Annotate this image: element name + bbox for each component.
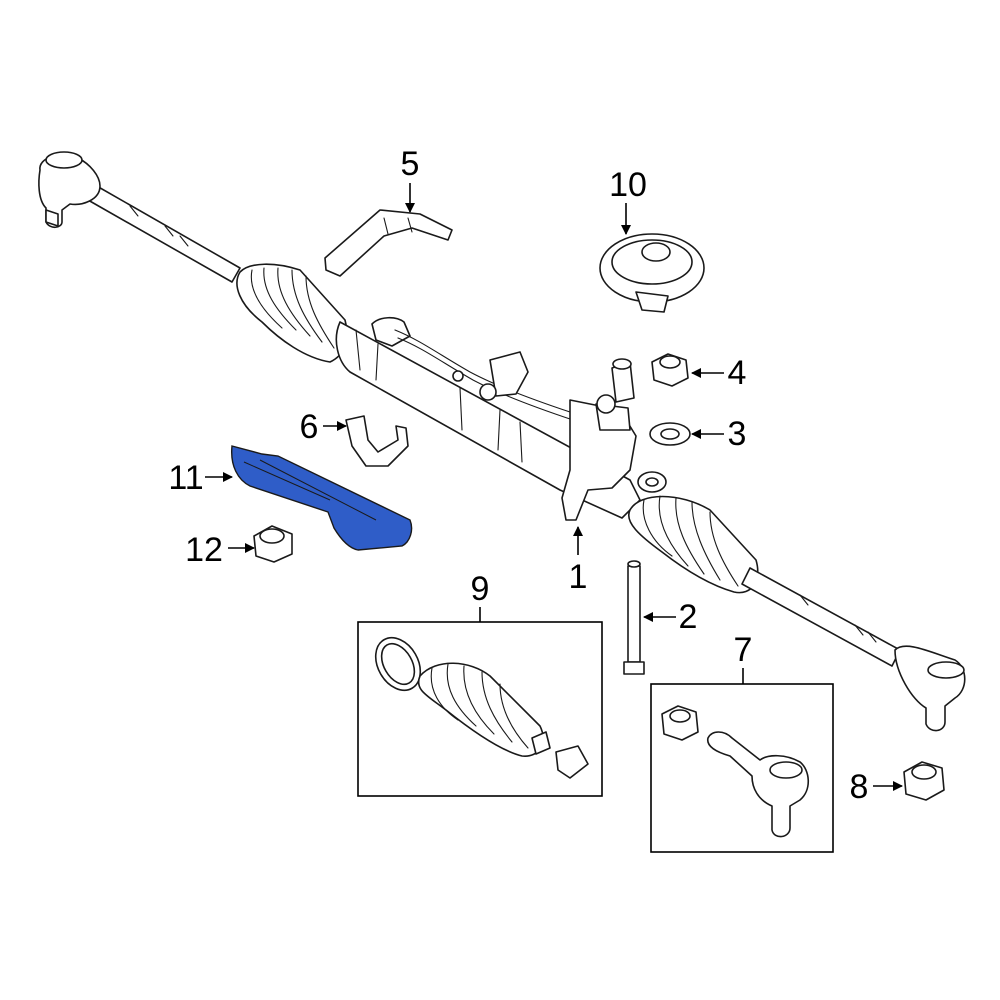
callout-1[interactable]: 1 — [569, 558, 588, 596]
part-9-boot-kit[interactable] — [367, 630, 589, 779]
left-boot[interactable] — [236, 263, 348, 363]
part-5-bracket[interactable] — [324, 209, 453, 277]
part-3-washer[interactable] — [649, 422, 691, 446]
callout-9[interactable]: 9 — [471, 570, 490, 608]
callout-12[interactable]: 12 — [185, 531, 223, 569]
callout-5[interactable]: 5 — [401, 145, 420, 183]
right-tie-rod-end[interactable] — [894, 645, 966, 732]
tie-rod-end-box — [650, 683, 834, 853]
callout-labels: 1 2 3 4 5 6 7 8 9 10 11 12 — [168, 145, 868, 806]
left-tie-rod-end[interactable] — [38, 151, 101, 229]
callout-6[interactable]: 6 — [300, 408, 319, 446]
steering-rack-assembly[interactable] — [38, 151, 966, 732]
callout-7[interactable]: 7 — [734, 631, 753, 669]
part-4-nut[interactable] — [651, 353, 689, 387]
callout-10[interactable]: 10 — [609, 166, 647, 204]
part-2-bolt[interactable] — [623, 560, 645, 675]
part-8-nut[interactable] — [903, 761, 945, 801]
callout-2[interactable]: 2 — [679, 598, 698, 636]
part-6-clamp[interactable] — [345, 415, 409, 467]
callout-8[interactable]: 8 — [850, 768, 869, 806]
callout-3[interactable]: 3 — [728, 415, 747, 453]
right-boot[interactable] — [627, 495, 759, 594]
callout-4[interactable]: 4 — [728, 354, 747, 392]
part-12-nut[interactable] — [253, 525, 293, 563]
part-10-mount[interactable] — [599, 233, 705, 313]
rack-housing[interactable] — [335, 316, 667, 521]
callout-arrows — [205, 183, 903, 791]
callout-11[interactable]: 11 — [168, 459, 203, 497]
part-11-heat-shield[interactable] — [231, 445, 413, 551]
part-7-tie-rod-end[interactable] — [661, 705, 810, 838]
